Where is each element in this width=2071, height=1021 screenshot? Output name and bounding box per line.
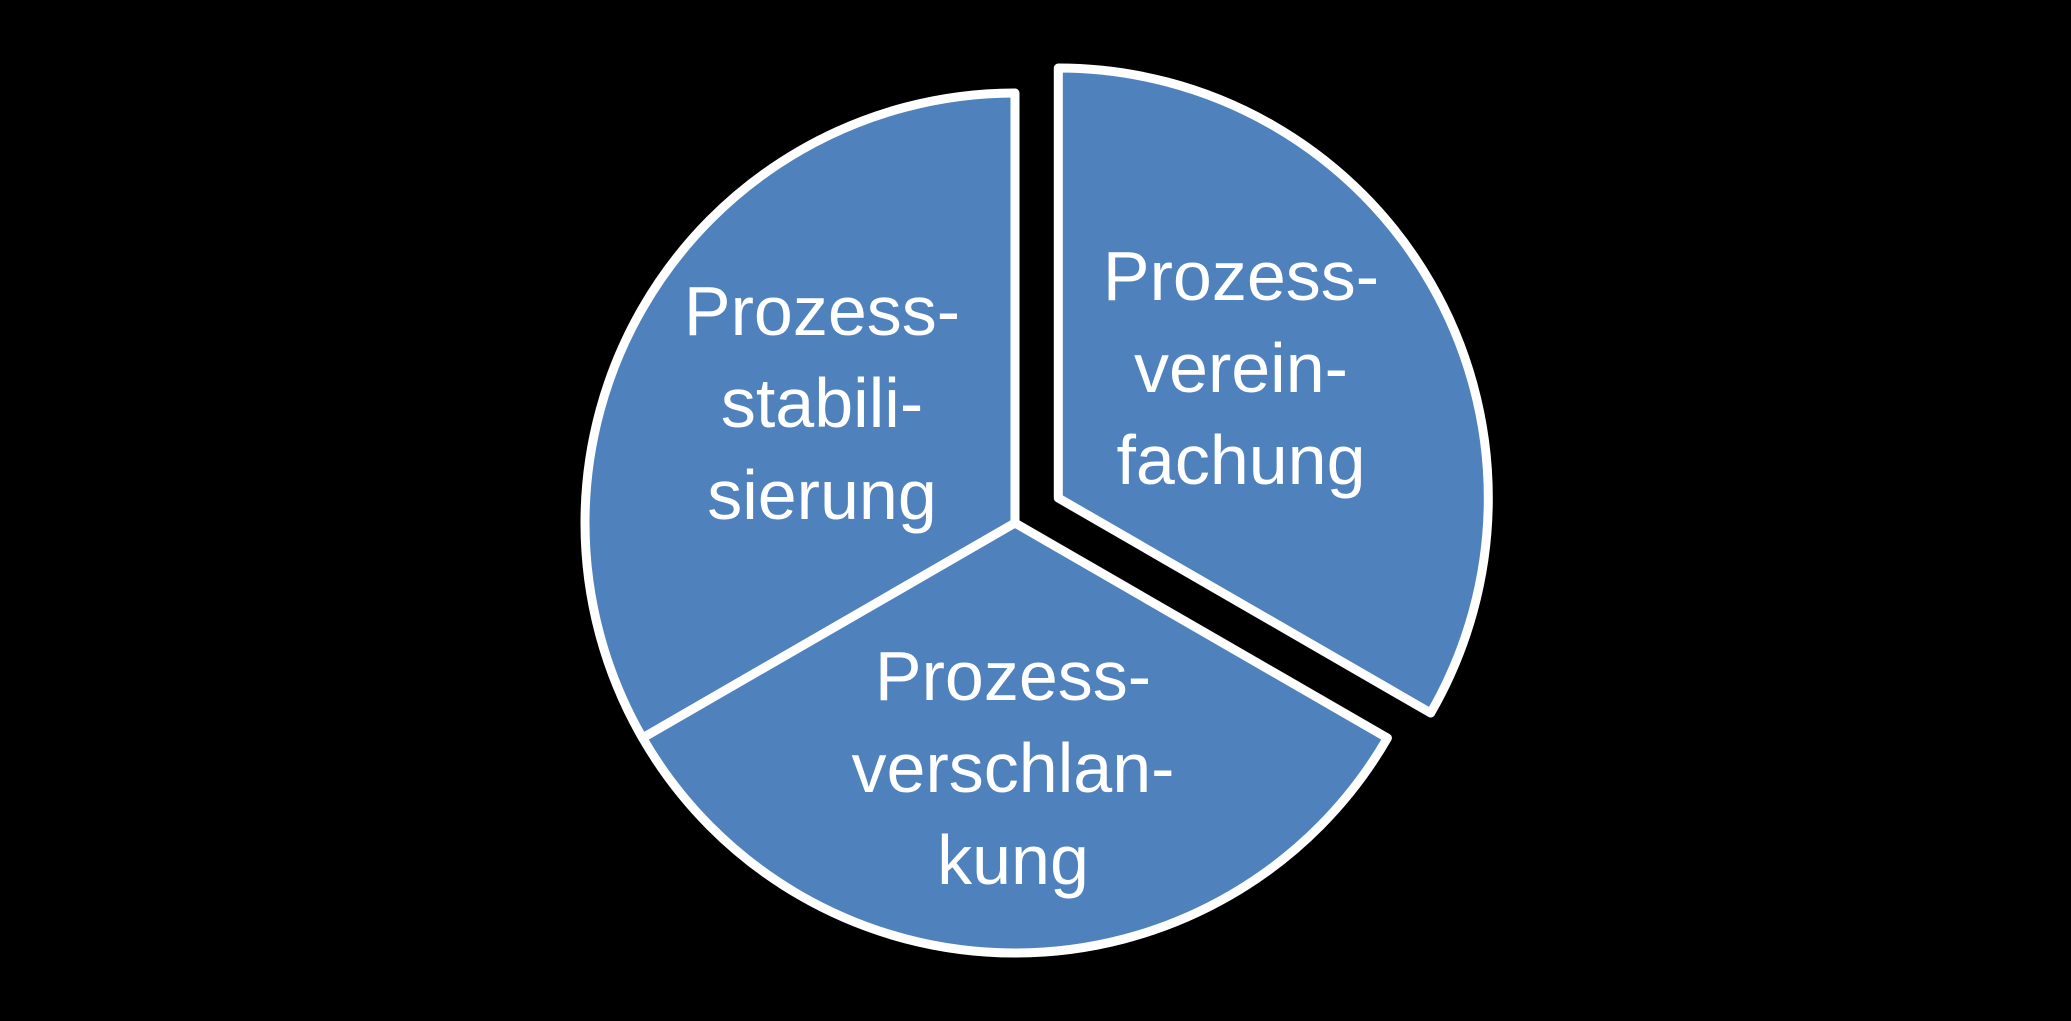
segment-prozess-stabilisierung: [580, 88, 1020, 743]
segment-prozess-verschlankung: [638, 518, 1392, 958]
segment-prozess-vereinfachung: [1053, 63, 1493, 718]
